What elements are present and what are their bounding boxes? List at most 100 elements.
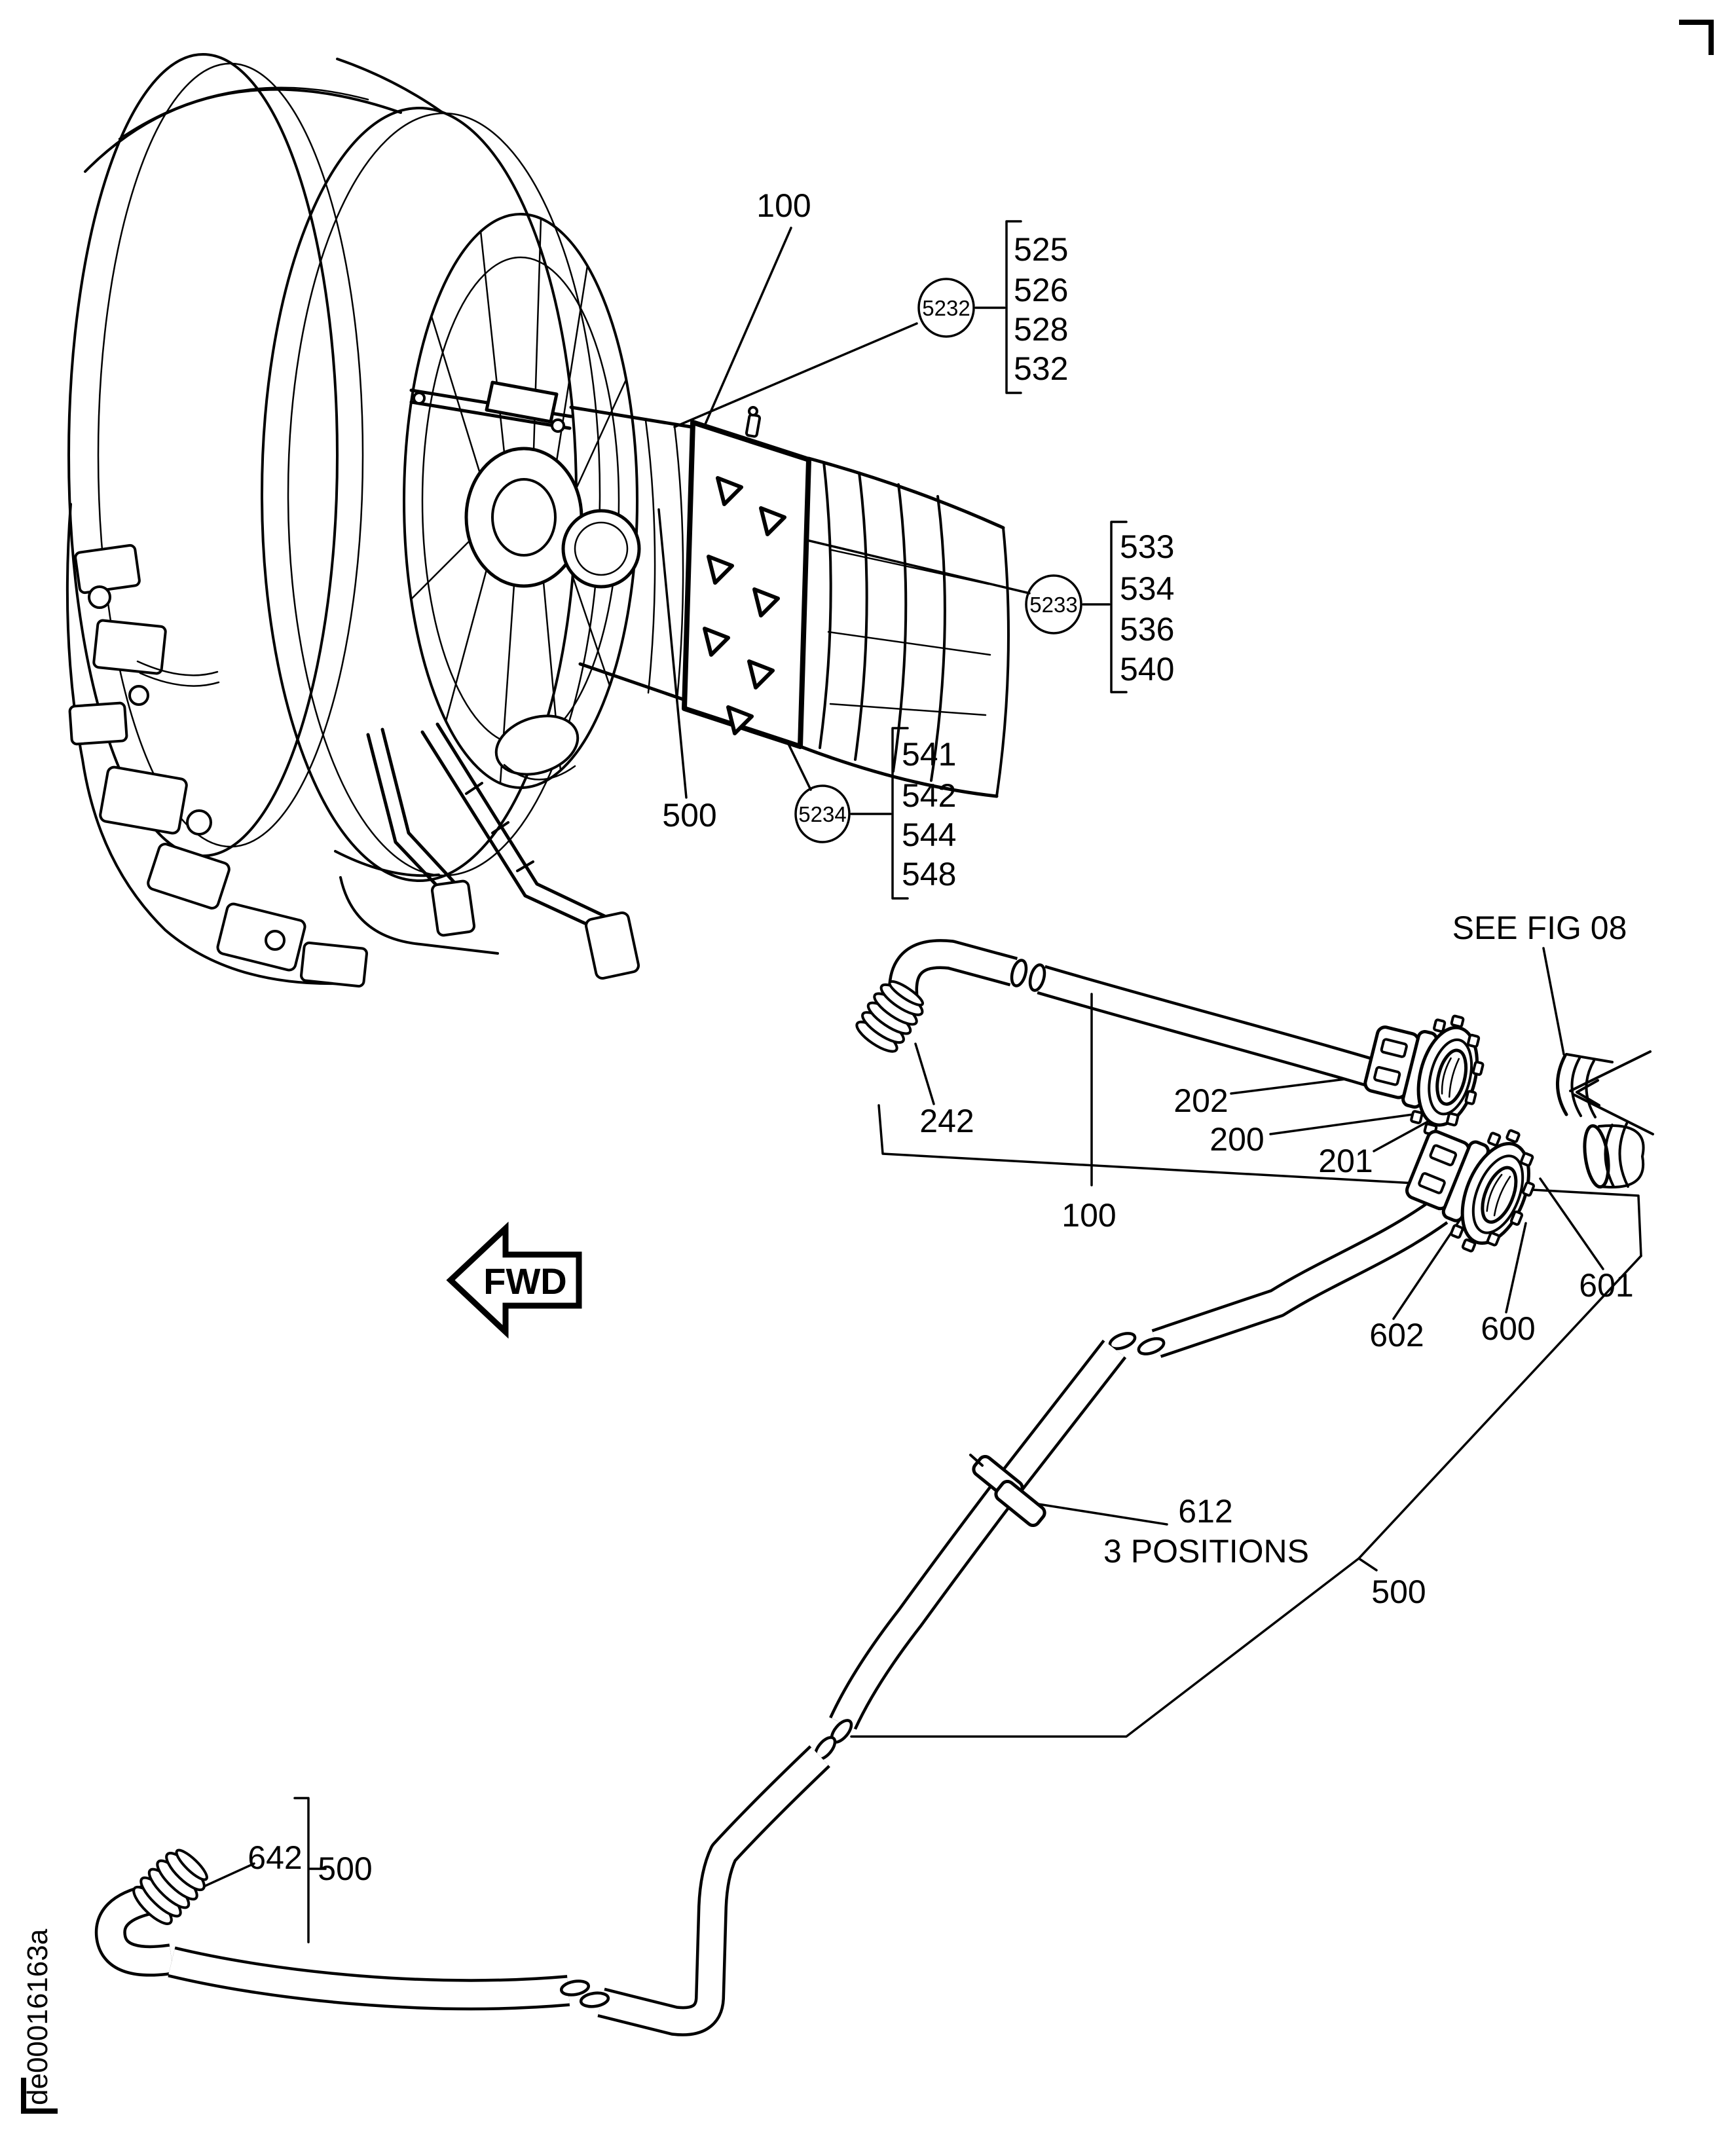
callout-circle-label: 5232	[922, 296, 970, 320]
hose-bottom-run	[168, 1949, 570, 2008]
callout-group-5233: 5233 533 534 536 540	[1025, 521, 1174, 693]
callout-group-5234: 5234 541 542 544 548	[794, 727, 956, 900]
leader-assembly-500	[850, 1255, 1642, 1738]
leader-see-fig	[1542, 947, 1565, 1056]
break-line	[1573, 1094, 1654, 1135]
fan-bulkhead	[403, 213, 638, 789]
top-bracket	[409, 380, 573, 433]
label-100-assembly: 100	[1062, 1197, 1116, 1234]
nacelle-top-edge	[84, 88, 402, 173]
hose-assembly-bottom-left	[94, 1849, 591, 2011]
part-number: 533	[1120, 528, 1174, 565]
label-202: 202	[1173, 1082, 1228, 1119]
list-bracket	[1110, 521, 1128, 693]
corner-mark-bottom-left	[21, 2078, 58, 2114]
elbow-642-body	[98, 1886, 174, 1974]
leader-100-top	[694, 227, 792, 448]
part-number: 548	[902, 856, 956, 892]
coupling-nut-200	[1363, 1014, 1485, 1136]
part-number: 544	[902, 817, 956, 853]
label-3-positions: 3 POSITIONS	[1103, 1533, 1309, 1570]
hose-500-lower-run	[598, 1747, 828, 2034]
leader-500-tick	[1357, 1557, 1378, 1572]
fitting-642-threads	[132, 1849, 208, 1925]
part-number: 528	[1014, 311, 1068, 348]
hose-500-upper-run	[1153, 1201, 1447, 1355]
part-number: 541	[902, 736, 956, 773]
accessory-gearbox	[65, 503, 499, 988]
leader-5232	[673, 322, 918, 428]
callout-circle	[917, 278, 975, 338]
fwd-arrow: FWD	[446, 1221, 582, 1339]
doc-number: de00016163a	[22, 1928, 54, 2105]
hose-break-end	[559, 1979, 591, 1996]
inlet-ring-inner	[97, 62, 364, 848]
leader-601	[1539, 1177, 1604, 1270]
callout-circle	[794, 784, 851, 843]
bracket-assembly-100	[877, 1104, 1642, 1257]
leader-200	[1269, 1111, 1433, 1135]
leader-602	[1392, 1218, 1462, 1320]
label-242: 242	[919, 1103, 974, 1139]
cone-arc-2	[673, 424, 684, 701]
label-500-bottom: 500	[318, 1850, 372, 1887]
clamp-612	[969, 1454, 1046, 1528]
label-500-engine: 500	[662, 797, 716, 834]
hose-100-run	[1037, 968, 1379, 1086]
label-201: 201	[1318, 1143, 1373, 1179]
coupling-nut-600	[1405, 1129, 1535, 1253]
label-600: 600	[1481, 1310, 1535, 1347]
nacelle-top-edge-2	[118, 86, 369, 140]
corrugated-fittings	[1556, 1050, 1654, 1189]
hose-break-end	[1137, 1337, 1166, 1355]
fan-case-rim-2	[287, 112, 601, 877]
corrugated-fitting-lower	[1583, 1122, 1645, 1189]
part-number: 532	[1014, 350, 1068, 387]
cone-top	[569, 405, 701, 430]
mount-arms	[366, 714, 640, 980]
label-100-top: 100	[756, 187, 811, 224]
label-602: 602	[1369, 1317, 1424, 1353]
part-number: 526	[1014, 272, 1068, 308]
label-see-fig-08: SEE FIG 08	[1452, 910, 1627, 946]
part-number: 540	[1120, 651, 1174, 688]
part-number: 525	[1014, 231, 1068, 268]
callout-circle-label: 5233	[1029, 593, 1077, 617]
part-number: 536	[1120, 611, 1174, 648]
cone-arc-1	[644, 419, 656, 694]
label-642: 642	[248, 1839, 302, 1876]
leader-242	[914, 1042, 935, 1105]
hose-break-end	[1028, 963, 1046, 992]
fwd-arrow-outline	[446, 1221, 582, 1339]
callout-group-5232: 5232 525 526 528 532	[917, 220, 1068, 394]
callout-circle-label: 5234	[798, 802, 846, 826]
part-number: 534	[1120, 570, 1174, 607]
leader-612	[1016, 1499, 1168, 1526]
leader-500-engine	[657, 508, 688, 799]
label-601: 601	[1579, 1267, 1633, 1304]
label-612: 612	[1178, 1493, 1232, 1530]
hose-assembly-100	[855, 939, 1485, 1136]
aft-section	[798, 456, 1010, 798]
band-bolt	[745, 413, 762, 438]
corner-mark-top-right	[1679, 20, 1714, 55]
fwd-label: FWD	[483, 1260, 567, 1302]
labels: 100 500 SEE FIG 08 242 202 200 201 100 6…	[248, 187, 1633, 1887]
part-number: 542	[902, 777, 956, 814]
leader-600	[1505, 1222, 1527, 1314]
fan-hub-bore	[491, 478, 557, 557]
hose-break-end	[579, 1991, 610, 2008]
callout-circle	[1025, 574, 1082, 635]
engine-illustration	[65, 53, 1010, 988]
bracket-500-bottom	[293, 1797, 310, 1943]
hose-500-middle-run	[832, 1341, 1124, 1729]
engine-port-inner	[574, 521, 629, 576]
hose-break-end	[1010, 959, 1028, 987]
list-bracket	[891, 727, 909, 900]
fitting-242-threads	[855, 980, 924, 1053]
label-200: 200	[1210, 1121, 1264, 1158]
break-line	[1569, 1050, 1652, 1092]
list-bracket	[1005, 220, 1022, 394]
